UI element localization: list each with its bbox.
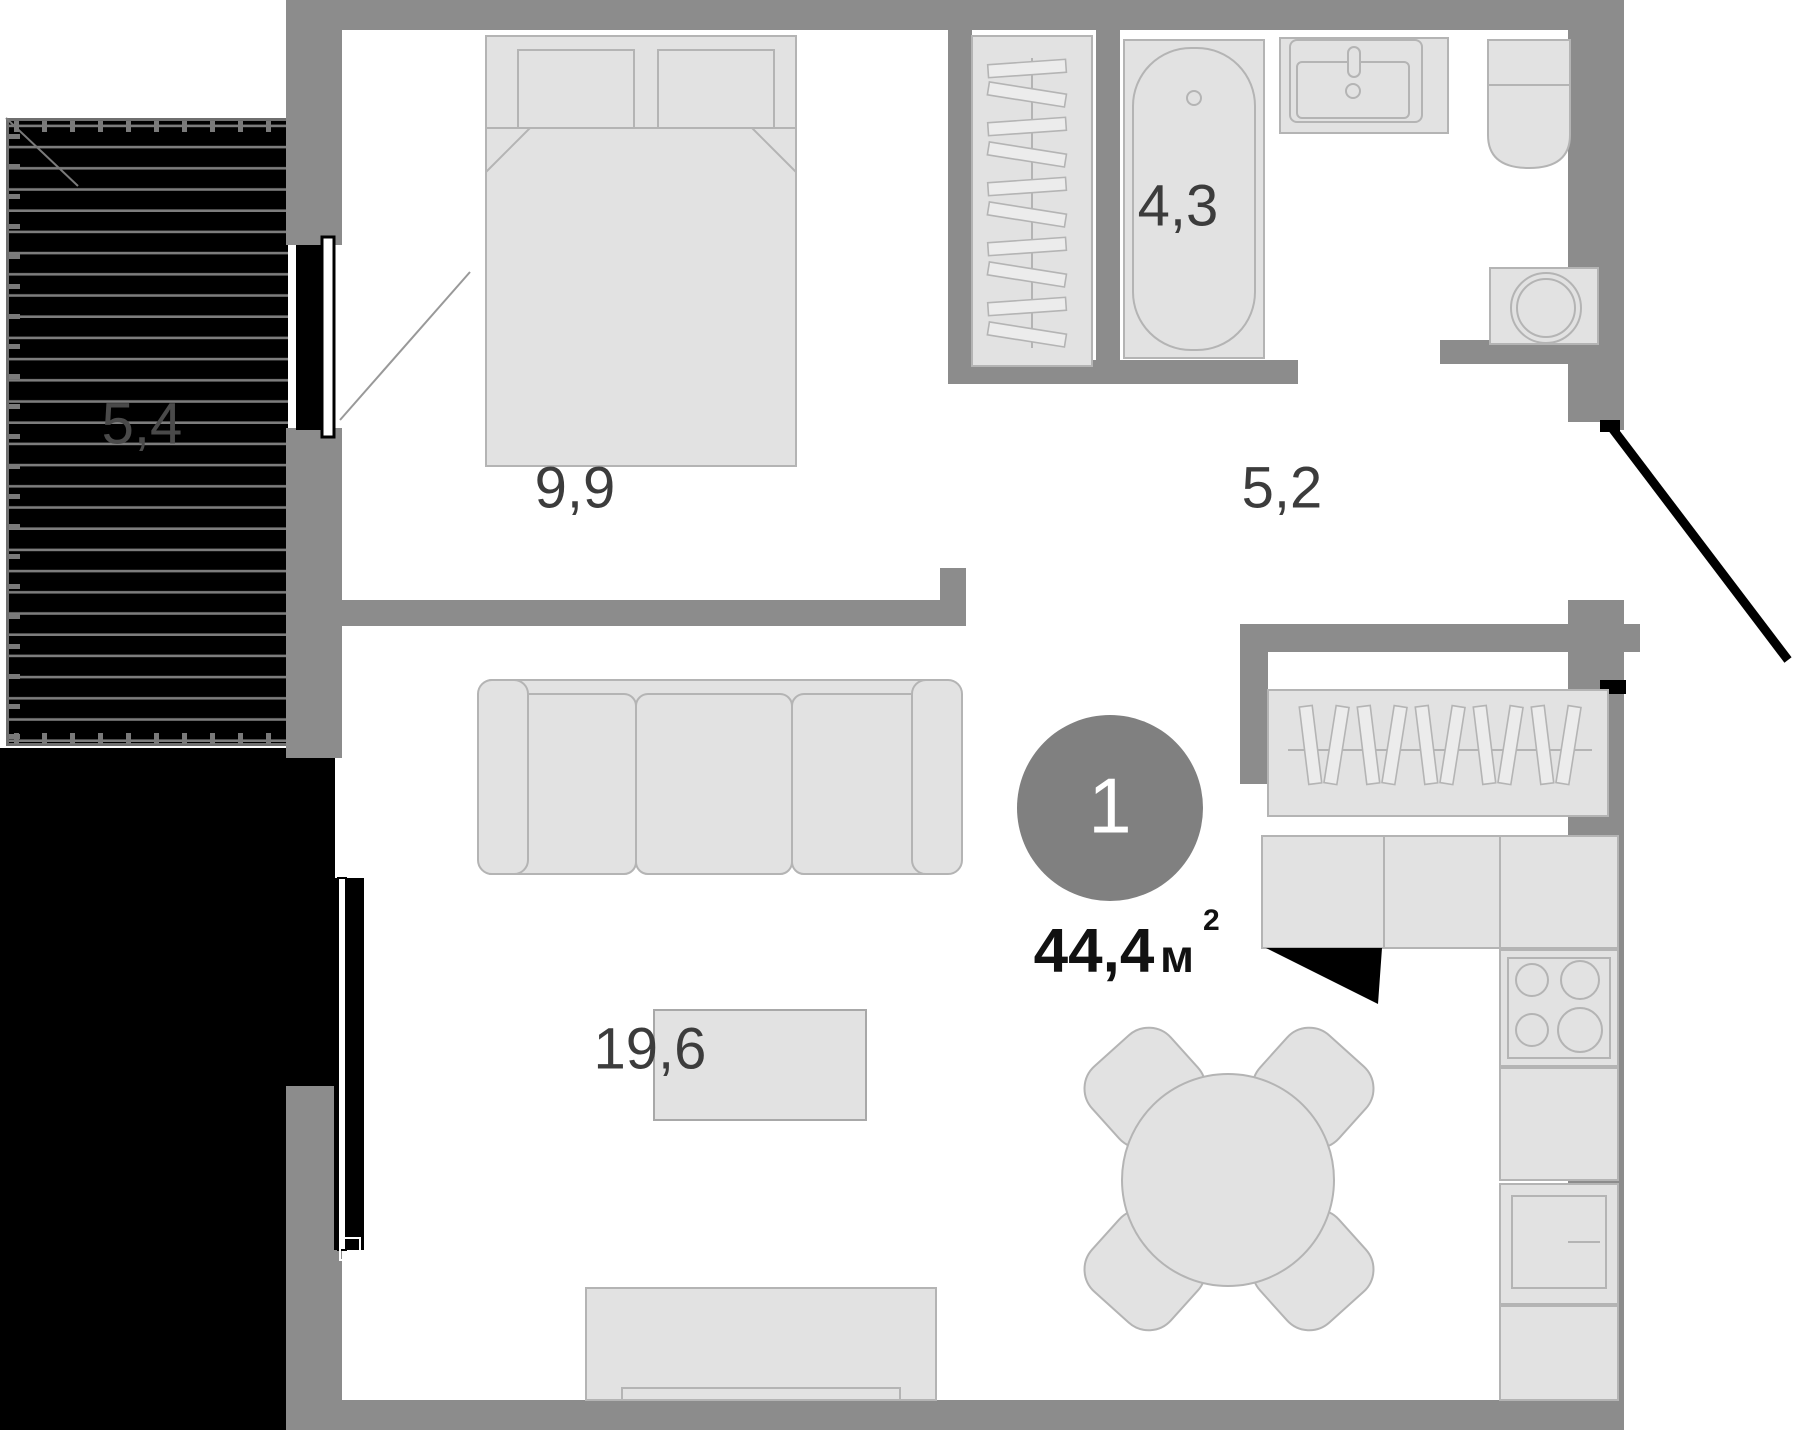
bed-pillow-left <box>517 49 635 129</box>
wall-hall-kitchen <box>1240 624 1640 652</box>
bedroom-furniture: 9,9 <box>296 35 1093 520</box>
cooktop <box>1499 949 1619 1067</box>
total-area-superscript: 2 <box>1203 904 1220 937</box>
balcony-railing-bottom-ticks <box>14 733 271 744</box>
bathtub-basin <box>1132 47 1256 351</box>
tv-stand-shelf <box>621 1387 901 1401</box>
coffee-table <box>653 1009 867 1121</box>
kitchen-counter <box>1261 835 1385 949</box>
sofa-seat-mid <box>635 693 793 875</box>
cooktop-burner <box>1557 1007 1603 1053</box>
bed-fold-right <box>749 127 797 175</box>
bedroom-area-label: 9,9 <box>535 455 616 520</box>
wall-bath-left <box>1096 30 1120 362</box>
toilet-bowl <box>1487 84 1571 170</box>
kitchen-wardrobe-hangers <box>1298 704 1582 786</box>
balcony-railing-top <box>6 118 288 132</box>
balcony-door-living[interactable] <box>334 877 364 1261</box>
washing-machine-drum-outer <box>1510 272 1582 344</box>
faucet-icon <box>1347 46 1361 78</box>
washing-machine-drum-inner <box>1516 278 1576 338</box>
hallway: 5,2 <box>1242 420 1792 694</box>
wall-bedroom-living <box>342 600 966 626</box>
living-room-area-label: 19,6 <box>594 1016 707 1081</box>
balcony: 5,4 <box>5 117 288 746</box>
kitchen-door-swing <box>1262 948 1382 1004</box>
bathtub-drain <box>1186 90 1202 106</box>
entrance-door-leaf[interactable] <box>1608 425 1792 663</box>
kitchen-counter <box>1383 835 1501 949</box>
sofa-armrest-left <box>477 679 529 875</box>
washbasin-drain <box>1345 83 1361 99</box>
wall-wc-right <box>1600 340 1624 430</box>
badge-number: 1 <box>1088 762 1131 850</box>
wall-living-stub <box>940 568 966 626</box>
balcony-door-bedroom[interactable] <box>296 235 471 439</box>
badge-circle <box>1017 715 1203 901</box>
wall-bedroom-wardrobe <box>948 30 972 360</box>
lower-balcony-shaft <box>0 748 335 1430</box>
total-area-value: 44,4 <box>1034 916 1155 985</box>
cooktop-burner <box>1515 1013 1549 1047</box>
cooktop-burner <box>1560 960 1600 1000</box>
bathroom-area-label: 4,3 <box>1138 173 1219 238</box>
entrance-door[interactable] <box>1600 420 1792 694</box>
tv-stand <box>585 1287 937 1401</box>
total-area-unit: м <box>1160 930 1194 982</box>
cooktop-frame <box>1507 957 1611 1059</box>
sofa-armrest-right <box>911 679 963 875</box>
kitchen-wardrobe <box>1267 689 1609 817</box>
bathroom-fixtures: 4,3 <box>1123 37 1599 359</box>
wardrobe-hangers <box>986 58 1068 348</box>
balcony-railing-bottom <box>6 743 288 746</box>
kitchen-counter <box>1499 835 1619 949</box>
dining-table <box>1121 1073 1335 1287</box>
toilet-tank <box>1487 39 1571 86</box>
bed-pillow-right <box>657 49 775 129</box>
cooktop-burner <box>1515 963 1549 997</box>
wall-kitchen-left <box>1240 624 1268 784</box>
living-room-furniture: 19,6 <box>334 679 1619 1401</box>
balcony-floor <box>6 118 288 746</box>
balcony-area-label: 5,4 <box>102 391 183 456</box>
kitchen-counter <box>1499 1067 1619 1181</box>
kitchen-counter <box>1499 1305 1619 1401</box>
total-area-group: 44,4 м 2 <box>1034 904 1220 985</box>
balcony-corner-diagonal <box>5 117 79 187</box>
bed-mattress <box>485 127 797 467</box>
room-count-badge: 1 <box>1017 715 1203 901</box>
bed-fold-left <box>485 127 533 175</box>
hallway-area-label: 5,2 <box>1242 455 1323 520</box>
